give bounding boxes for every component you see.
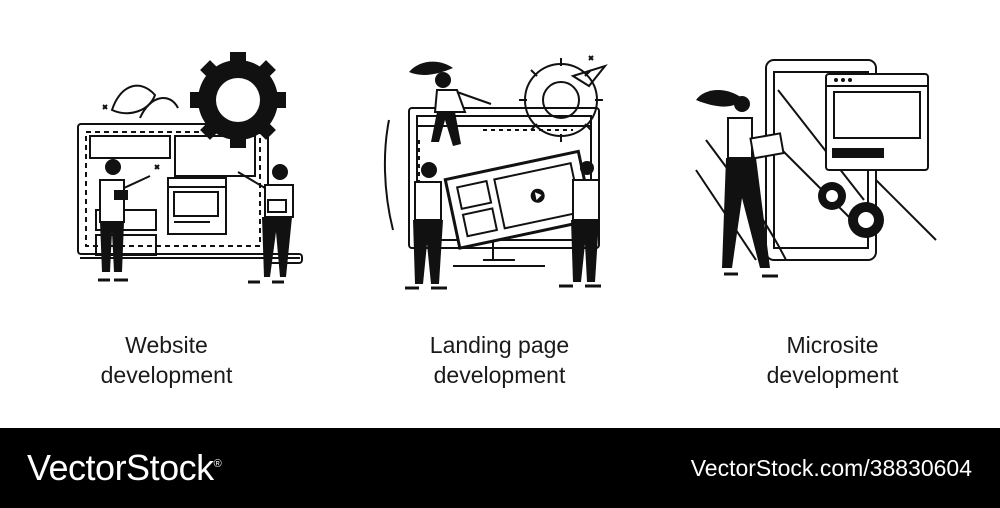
caption-line-1: Website <box>125 332 208 358</box>
man-right-figure <box>559 161 601 288</box>
image-id: VectorStock.com/38830604 <box>690 455 972 481</box>
brand-name: VectorStock <box>27 447 214 488</box>
large-gear-icon <box>848 202 884 238</box>
small-gear-icon <box>818 182 846 210</box>
registered-mark: ® <box>213 458 222 470</box>
caption-line-1: Microsite <box>786 332 879 358</box>
caption-microsite-development: Microsite development <box>666 330 999 390</box>
woman-on-top-figure <box>409 61 492 146</box>
panel-website-development: Website development <box>0 0 333 428</box>
caption-line-2: development <box>100 362 233 388</box>
man-with-tablet-figure <box>98 159 151 282</box>
microsite-development-illustration <box>695 59 937 278</box>
landing-page-card <box>443 149 595 250</box>
watermark-footer: VectorStock® VectorStock.com/38830604 <box>0 428 1000 508</box>
woman-with-tablet-figure <box>696 89 785 278</box>
panel-landing-page-development: Landing page development <box>333 0 666 428</box>
woman-with-laptop-figure <box>237 164 294 284</box>
caption-website-development: Website development <box>0 330 333 390</box>
caption-line-2: development <box>766 362 899 388</box>
website-development-illustration <box>77 52 303 284</box>
vectorstock-logo: VectorStock® <box>27 447 222 489</box>
landing-page-development-illustration <box>383 55 608 290</box>
gear-icon <box>190 52 286 148</box>
panel-microsite-development: Microsite development <box>666 0 999 428</box>
caption-line-2: development <box>433 362 566 388</box>
caption-landing-page-development: Landing page development <box>333 330 666 390</box>
man-left-figure <box>405 162 447 290</box>
caption-line-1: Landing page <box>429 332 570 358</box>
